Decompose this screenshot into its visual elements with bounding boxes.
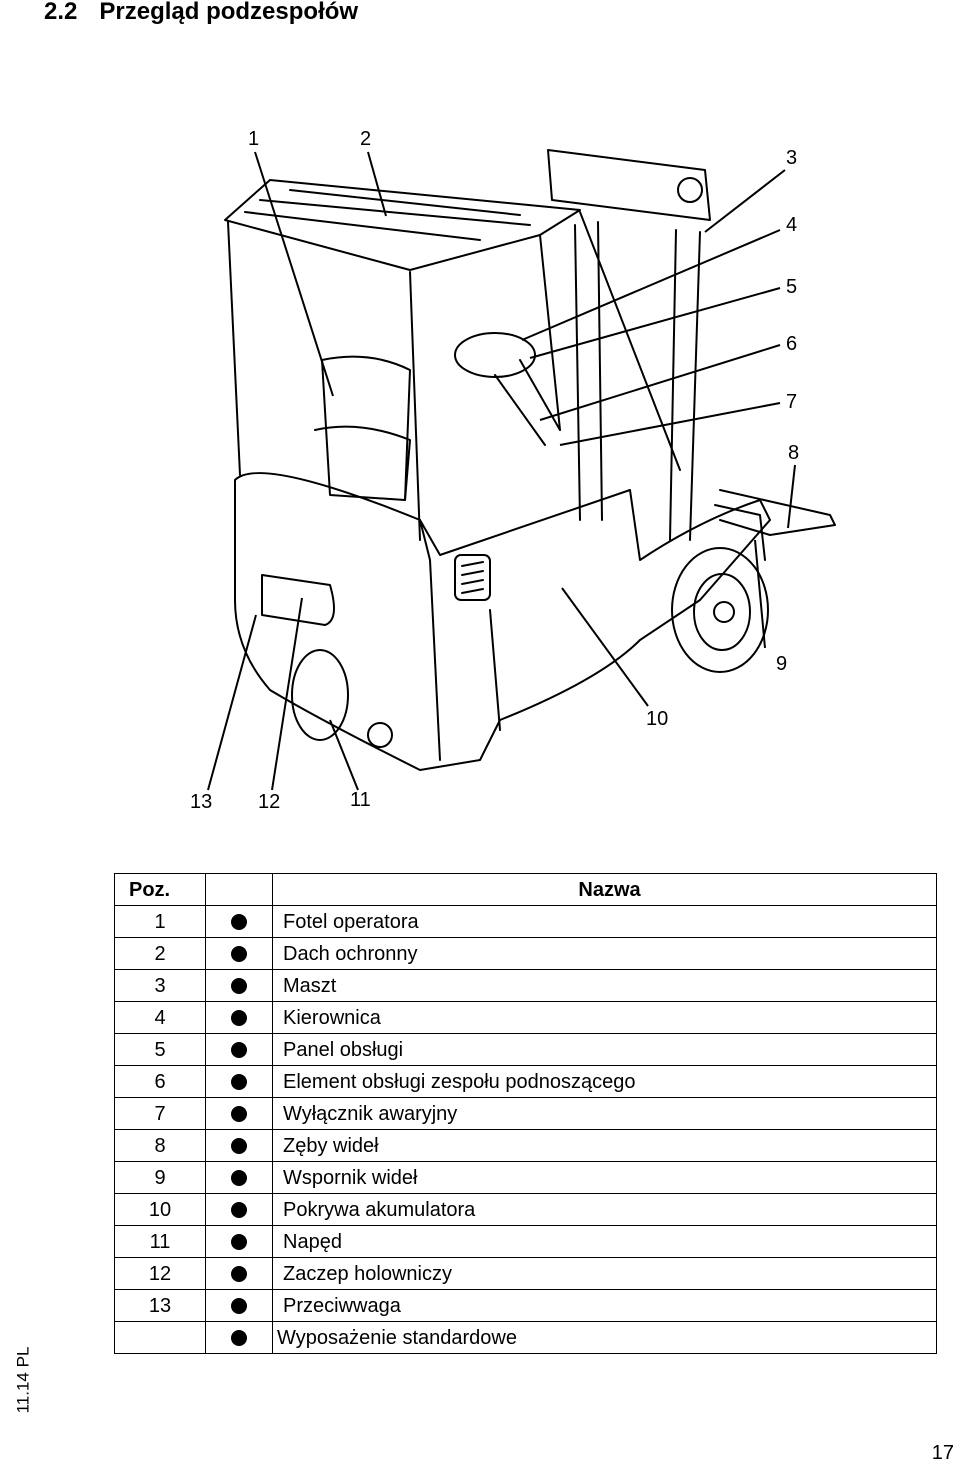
callout-9: 9 <box>776 653 788 675</box>
row-name: Zaczep holowniczy <box>272 1257 937 1290</box>
legend-name: Wyposażenie standardowe <box>272 1321 937 1354</box>
callout-2: 2 <box>360 128 372 150</box>
table-legend-row: Wyposażenie standardowe <box>114 1321 937 1354</box>
table-row: 4 Kierownica <box>114 1001 937 1034</box>
callout-5: 5 <box>786 276 798 298</box>
table-row: 13 Przeciwwaga <box>114 1289 937 1322</box>
header-name: Nazwa <box>272 873 937 906</box>
standard-equipment-dot-icon <box>231 1330 247 1347</box>
row-pos: 4 <box>114 1001 206 1034</box>
standard-equipment-dot-icon <box>231 1138 247 1155</box>
section-number: 2.2 <box>44 0 78 25</box>
standard-equipment-dot-icon <box>231 1010 247 1027</box>
page-number: 17 <box>931 1442 954 1464</box>
standard-equipment-dot-icon <box>231 1266 247 1283</box>
table-row: 6 Element obsługi zespołu podnoszącego <box>114 1065 937 1098</box>
callout-11: 11 <box>350 789 371 811</box>
standard-equipment-dot-icon <box>231 1170 247 1187</box>
standard-equipment-dot-icon <box>231 914 247 931</box>
row-pos: 10 <box>114 1193 206 1226</box>
standard-equipment-dot-icon <box>231 946 247 963</box>
row-name: Napęd <box>272 1225 937 1258</box>
row-name: Zęby wideł <box>272 1129 937 1162</box>
row-pos: 5 <box>114 1033 206 1066</box>
section-heading: 2.2 Przegląd podzespołów <box>44 0 358 26</box>
standard-equipment-dot-icon <box>231 1042 247 1059</box>
legend-pos <box>114 1321 206 1354</box>
table-row: 11 Napęd <box>114 1225 937 1258</box>
callout-7: 7 <box>786 391 798 413</box>
forklift-illustration <box>207 149 836 791</box>
row-pos: 13 <box>114 1289 206 1322</box>
standard-equipment-dot-icon <box>231 1106 247 1123</box>
section-title: Przegląd podzespołów <box>99 0 359 25</box>
callout-12: 12 <box>258 791 281 813</box>
row-pos: 12 <box>114 1257 206 1290</box>
header-blank <box>205 873 273 906</box>
callout-3: 3 <box>786 147 798 169</box>
table-row: 2 Dach ochronny <box>114 937 937 970</box>
standard-equipment-dot-icon <box>231 1298 247 1315</box>
header-pos: Poz. <box>114 873 206 906</box>
row-name: Element obsługi zespołu podnoszącego <box>272 1065 937 1098</box>
row-name: Maszt <box>272 969 937 1002</box>
row-pos: 7 <box>114 1097 206 1130</box>
table-row: 1 Fotel operatora <box>114 905 937 938</box>
callout-8: 8 <box>788 442 800 464</box>
row-pos: 2 <box>114 937 206 970</box>
callout-13: 13 <box>190 791 213 813</box>
row-name: Fotel operatora <box>272 905 937 938</box>
row-pos: 9 <box>114 1161 206 1194</box>
standard-equipment-dot-icon <box>231 1234 247 1251</box>
row-name: Wspornik wideł <box>272 1161 937 1194</box>
table-row: 12 Zaczep holowniczy <box>114 1257 937 1290</box>
row-pos: 11 <box>114 1225 206 1258</box>
standard-equipment-dot-icon <box>231 1202 247 1219</box>
table-header-row: Poz. Nazwa <box>114 873 937 906</box>
callout-6: 6 <box>786 333 798 355</box>
callout-1: 1 <box>248 128 260 150</box>
table-row: 5 Panel obsługi <box>114 1033 937 1066</box>
table-row: 3 Maszt <box>114 969 937 1002</box>
row-name: Dach ochronny <box>272 937 937 970</box>
row-name: Kierownica <box>272 1001 937 1034</box>
row-name: Wyłącznik awaryjny <box>272 1097 937 1130</box>
callout-4: 4 <box>786 214 798 236</box>
table-row: 9 Wspornik wideł <box>114 1161 937 1194</box>
table-row: 10 Pokrywa akumulatora <box>114 1193 937 1226</box>
row-name: Przeciwwaga <box>272 1289 937 1322</box>
edition-label: 11.14 PL <box>13 1346 33 1414</box>
components-table: Poz. Nazwa 1 Fotel operatora 2 Dach ochron… <box>114 873 937 1354</box>
row-pos: 1 <box>114 905 206 938</box>
table-row: 7 Wyłącznik awaryjny <box>114 1097 937 1130</box>
row-name: Panel obsługi <box>272 1033 937 1066</box>
row-name: Pokrywa akumulatora <box>272 1193 937 1226</box>
callout-10: 10 <box>646 708 669 730</box>
row-pos: 8 <box>114 1129 206 1162</box>
row-pos: 3 <box>114 969 206 1002</box>
standard-equipment-dot-icon <box>231 978 247 995</box>
row-pos: 6 <box>114 1065 206 1098</box>
standard-equipment-dot-icon <box>231 1074 247 1091</box>
table-row: 8 Zęby wideł <box>114 1129 937 1162</box>
